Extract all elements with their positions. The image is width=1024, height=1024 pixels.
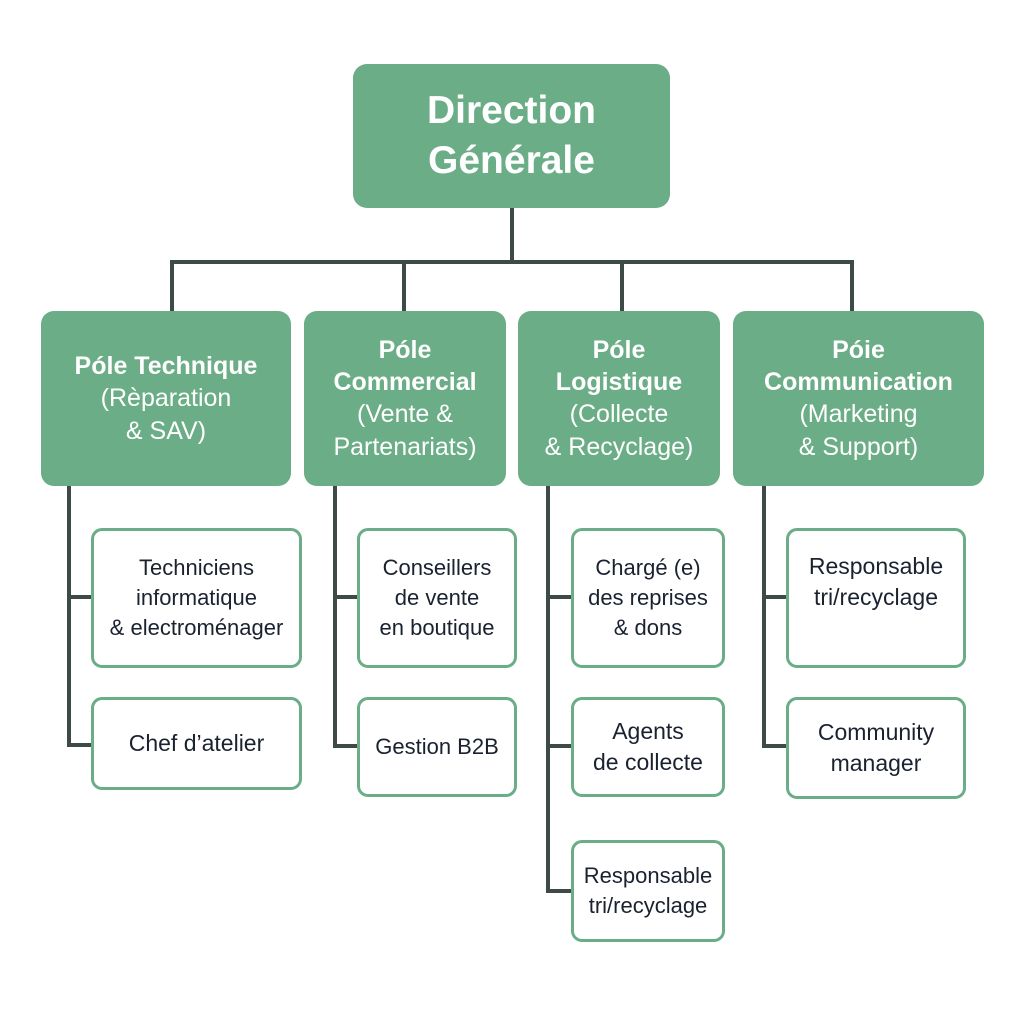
pole-commercial-title: Póle Commercial xyxy=(333,335,477,396)
pole-commercial-box: Póle Commercial (Vente & Partenariats) xyxy=(304,311,506,486)
role-conseillers-vente-label: Conseillers de vente en boutique xyxy=(379,555,495,640)
pole-logistique-subtitle: (Collecte & Recyclage) xyxy=(544,399,694,461)
pole-communication-title: Póie Communication xyxy=(764,335,953,396)
role-responsable-tri-communication-label: Responsable tri/recyclage xyxy=(808,553,944,610)
role-responsable-tri-logistique-label: Responsable tri/recyclage xyxy=(583,863,713,918)
direction-generale-box: Direction Générale xyxy=(353,64,670,208)
role-chef-atelier-label: Chef d’atelier xyxy=(128,730,265,756)
role-gestion-b2b-box: Gestion B2B xyxy=(357,697,517,797)
pole-communication-subtitle: (Marketing & Support) xyxy=(798,399,919,461)
pole-communication-box: Póie Communication (Marketing & Support) xyxy=(733,311,984,486)
role-techniciens-label: Techniciens informatique & electroménage… xyxy=(109,555,284,640)
role-conseillers-vente-box: Conseillers de vente en boutique xyxy=(357,528,517,668)
connector-spine-commercial xyxy=(333,484,360,748)
role-techniciens-box: Techniciens informatique & electroménage… xyxy=(91,528,302,668)
role-agents-collecte-box: Agents de collecte xyxy=(571,697,725,797)
connector-spine-technique xyxy=(67,484,94,747)
direction-generale-title-line2: Générale xyxy=(428,139,595,182)
role-community-manager-label: Community manager xyxy=(817,719,935,776)
pole-logistique-box: Póle Logistique (Collecte & Recyclage) xyxy=(518,311,720,486)
role-charge-reprises-label: Chargé (e) des reprises & dons xyxy=(588,555,708,640)
role-chef-atelier-box: Chef d’atelier xyxy=(91,697,302,790)
role-community-manager-box: Community manager xyxy=(786,697,966,799)
connector-spine-logistique xyxy=(546,484,574,893)
connector-spine-communication xyxy=(762,484,789,748)
pole-technique-subtitle: (Rèparation & SAV) xyxy=(100,383,232,445)
role-responsable-tri-communication-box: Responsable tri/recyclage xyxy=(786,528,966,668)
pole-technique-title: Póle Technique xyxy=(74,351,258,380)
role-charge-reprises-box: Chargé (e) des reprises & dons xyxy=(571,528,725,668)
pole-technique-box: Póle Technique (Rèparation & SAV) xyxy=(41,311,291,486)
pole-logistique-title: Póle Logistique xyxy=(555,335,683,396)
role-gestion-b2b-label: Gestion B2B xyxy=(375,734,499,759)
direction-generale-title-line1: Direction xyxy=(426,89,597,132)
role-agents-collecte-label: Agents de collecte xyxy=(593,718,703,775)
role-responsable-tri-logistique-box: Responsable tri/recyclage xyxy=(571,840,725,942)
pole-commercial-subtitle: (Vente & Partenariats) xyxy=(333,399,477,461)
